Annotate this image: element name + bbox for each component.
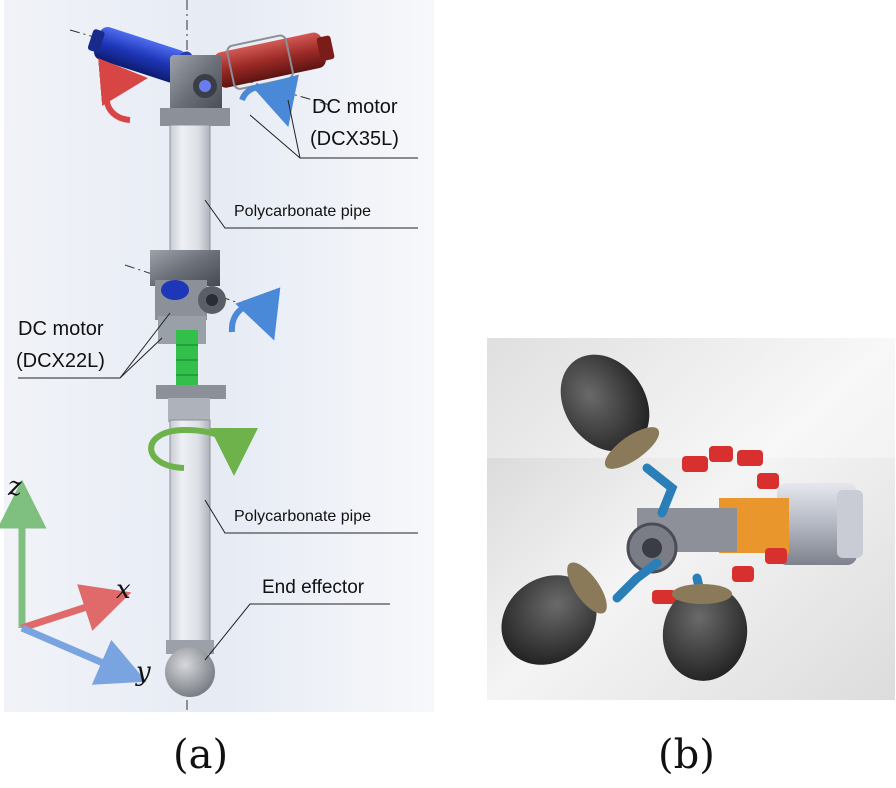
red-linkages (652, 446, 787, 604)
dome-bottom-left (501, 562, 607, 665)
label-pipe-upper: Polycarbonate pipe (234, 203, 371, 220)
axis-label-y: y (136, 657, 151, 687)
gripper-render (487, 338, 895, 700)
dome-top-left (560, 354, 660, 469)
panel-a: DC motor (DCX35L) Polycarbonate pipe DC … (0, 0, 440, 712)
rotation-arrow-blue-mid (228, 287, 281, 341)
axis-label-x: x (116, 575, 131, 605)
label-pipe-lower: Polycarbonate pipe (234, 508, 371, 525)
lower-bracket (156, 385, 226, 422)
axis-label-z: z (8, 472, 22, 502)
label-dc-motor-top-model: (DCX35L) (310, 128, 399, 150)
label-dc-motor-top: DC motor (312, 96, 398, 118)
caption-b: (b) (658, 732, 715, 778)
label-end-effector: End effector (262, 577, 365, 598)
middle-joint (150, 250, 226, 344)
robot-arm-illustration (0, 0, 434, 712)
gripper-housing (626, 483, 863, 574)
end-effector-ball (165, 647, 215, 697)
leader-end-effector (204, 603, 390, 661)
top-joint-bracket (160, 55, 230, 126)
caption-a: (a) (173, 732, 229, 778)
lower-pipe (169, 419, 211, 649)
rotation-arrow-blue-top (239, 74, 299, 128)
upper-pipe (169, 124, 211, 254)
axis-y-arrow (20, 624, 147, 685)
rotation-arrow-red (98, 58, 148, 123)
leader-pipe-lower (204, 499, 418, 534)
axis-x-arrow (20, 584, 132, 632)
panel-b (487, 338, 895, 700)
rotation-arrow-green (148, 426, 258, 476)
label-dc-motor-mid-model: (DCX22L) (16, 350, 105, 372)
dome-bottom-center (662, 584, 748, 681)
leader-pipe-upper (204, 199, 418, 229)
green-gearbox (176, 330, 198, 392)
label-dc-motor-mid: DC motor (18, 318, 104, 340)
